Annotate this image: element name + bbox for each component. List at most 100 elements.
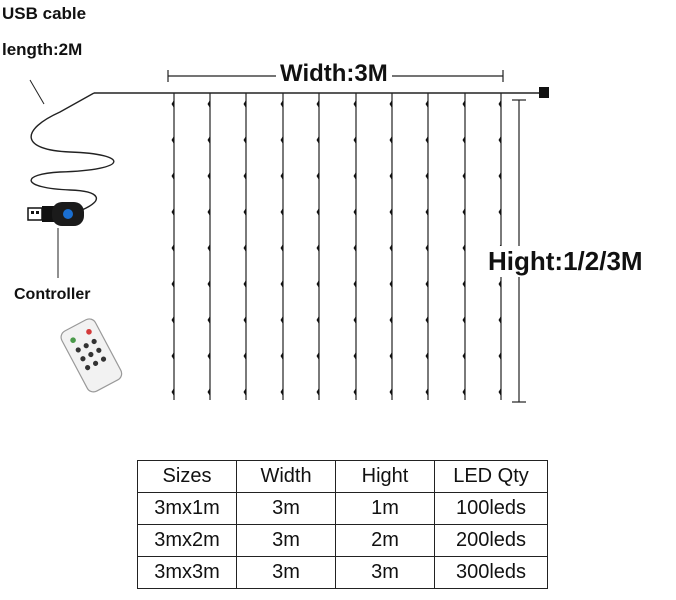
led-bulb — [462, 136, 465, 144]
led-bulb — [353, 280, 356, 288]
spec-header-cell: LED Qty — [434, 460, 548, 493]
usb-plug-icon — [27, 206, 54, 222]
led-bulb — [462, 172, 465, 180]
led-bulb — [316, 244, 319, 252]
led-bulb — [243, 136, 246, 144]
width-label: Width:3M — [276, 60, 392, 88]
led-bulb — [498, 352, 501, 360]
led-bulb — [389, 244, 392, 252]
led-bulb — [207, 136, 210, 144]
led-bulb — [171, 352, 174, 360]
led-bulb — [207, 316, 210, 324]
led-bulb — [171, 100, 174, 108]
spec-cell: 300leds — [434, 556, 548, 589]
led-bulb — [316, 100, 319, 108]
led-bulb — [280, 244, 283, 252]
led-bulb — [353, 388, 356, 396]
led-bulb — [316, 136, 319, 144]
table-row: 3mx3m 3m 3m 300leds — [137, 556, 548, 589]
wire-end-cap — [539, 87, 549, 98]
spec-cell: 3mx3m — [137, 556, 237, 589]
spec-header-cell: Hight — [335, 460, 435, 493]
led-bulb — [207, 244, 210, 252]
led-bulb — [425, 136, 428, 144]
led-bulb — [425, 316, 428, 324]
led-bulb — [280, 208, 283, 216]
led-bulb — [498, 280, 501, 288]
led-bulb — [171, 280, 174, 288]
spec-cell: 3mx1m — [137, 492, 237, 525]
led-bulb — [498, 316, 501, 324]
led-bulb — [425, 172, 428, 180]
led-bulb — [425, 100, 428, 108]
led-bulb — [280, 136, 283, 144]
led-bulb — [389, 208, 392, 216]
usb-cable-label: USB cable — [2, 4, 87, 23]
led-bulb — [243, 280, 246, 288]
spec-cell: 2m — [335, 524, 435, 557]
usb-length-label: length:2M — [2, 40, 83, 59]
led-bulb — [243, 316, 246, 324]
led-bulb — [389, 172, 392, 180]
led-bulb — [389, 100, 392, 108]
led-bulb — [280, 172, 283, 180]
led-bulb — [280, 100, 283, 108]
led-bulb — [280, 316, 283, 324]
led-bulb — [498, 388, 501, 396]
led-bulb — [316, 172, 319, 180]
led-bulb — [171, 172, 174, 180]
table-row: 3mx2m 3m 2m 200leds — [137, 524, 548, 557]
led-bulb — [425, 352, 428, 360]
spec-cell: 3m — [236, 524, 336, 557]
led-bulb — [207, 352, 210, 360]
controller-box-icon — [52, 202, 84, 226]
led-bulb — [353, 244, 356, 252]
usb-label-leader — [29, 79, 45, 105]
spec-cell: 3m — [236, 556, 336, 589]
usb-cable — [30, 92, 115, 211]
led-bulb — [243, 244, 246, 252]
led-bulb — [280, 388, 283, 396]
led-bulb — [316, 208, 319, 216]
led-bulb — [316, 280, 319, 288]
led-bulb — [353, 316, 356, 324]
led-bulb — [280, 352, 283, 360]
led-bulb — [462, 280, 465, 288]
spec-cell: 3m — [236, 492, 336, 525]
led-bulb — [462, 352, 465, 360]
spec-header-cell: Sizes — [137, 460, 237, 493]
led-bulb — [389, 352, 392, 360]
led-bulb — [316, 388, 319, 396]
led-bulb — [425, 388, 428, 396]
led-bulb — [353, 352, 356, 360]
led-bulb — [389, 136, 392, 144]
spec-cell: 100leds — [434, 492, 548, 525]
led-bulb — [425, 208, 428, 216]
spec-cell: 200leds — [434, 524, 548, 557]
led-bulb — [243, 208, 246, 216]
led-bulb — [498, 172, 501, 180]
controller-label: Controller — [14, 286, 91, 303]
led-bulb — [462, 388, 465, 396]
led-bulb — [316, 316, 319, 324]
led-bulb — [425, 280, 428, 288]
led-bulb — [207, 172, 210, 180]
led-bulb — [389, 316, 392, 324]
led-bulb — [171, 136, 174, 144]
led-bulb — [171, 388, 174, 396]
led-bulb — [171, 244, 174, 252]
led-bulb — [207, 100, 210, 108]
led-bulb — [316, 352, 319, 360]
led-bulb — [498, 208, 501, 216]
led-bulb — [207, 208, 210, 216]
led-bulb — [462, 316, 465, 324]
spec-table-header-row: Sizes Width Hight LED Qty — [137, 460, 548, 493]
led-bulb — [171, 208, 174, 216]
spec-cell: 3mx2m — [137, 524, 237, 557]
remote-control-icon — [60, 318, 123, 393]
spec-cell: 3m — [335, 556, 435, 589]
led-bulb — [207, 280, 210, 288]
led-bulb — [389, 388, 392, 396]
led-bulb — [243, 100, 246, 108]
led-bulb — [498, 136, 501, 144]
